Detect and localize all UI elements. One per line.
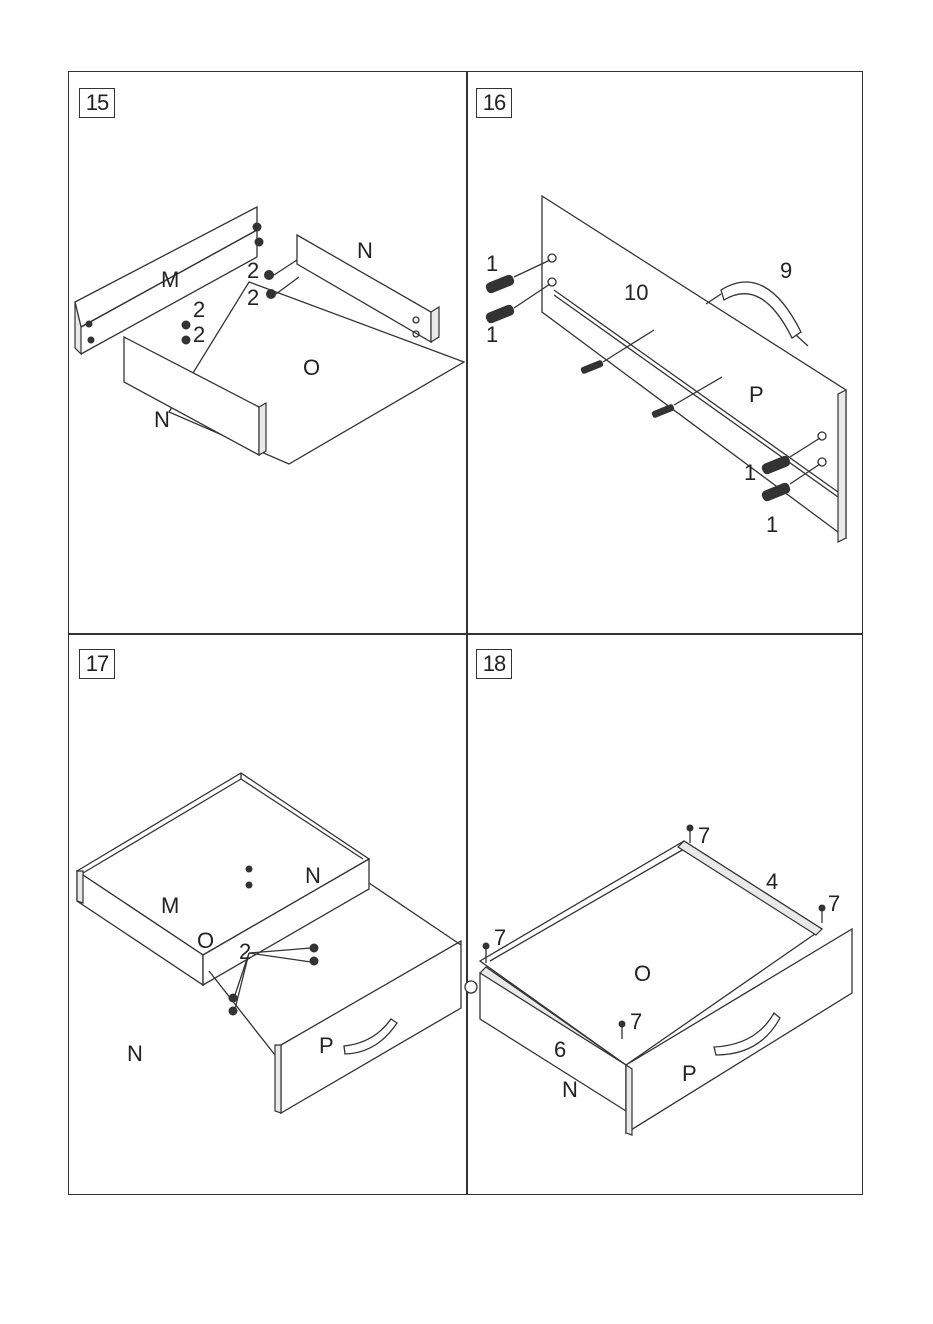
label-dowel-d: 2 xyxy=(193,322,205,347)
label-n-back: N xyxy=(305,863,321,888)
roller-icon xyxy=(465,981,477,993)
label-screw-r: 7 xyxy=(630,1009,642,1034)
label-screw-tl: 7 xyxy=(698,823,710,848)
label-p: P xyxy=(319,1033,334,1058)
step-18-illustration: 7 7 7 7 4 6 O P N xyxy=(466,633,864,1196)
step-16-illustration: 1 1 1 1 10 9 P xyxy=(466,72,864,633)
label-dowel: 2 xyxy=(239,939,251,964)
step-17-illustration: M N N O P 2 xyxy=(69,633,466,1196)
label-screw-tr: 7 xyxy=(828,891,840,916)
label-n-front: N xyxy=(154,407,170,432)
label-dowel-c: 2 xyxy=(193,297,205,322)
label-p: P xyxy=(749,382,764,407)
step-17-panel: 17 M N xyxy=(69,633,466,1196)
label-o: O xyxy=(197,928,214,953)
label-runner-6: 6 xyxy=(554,1037,566,1062)
label-n-front: N xyxy=(127,1041,143,1066)
label-o: O xyxy=(634,961,651,986)
label-m: M xyxy=(161,893,179,918)
label-cam-top-b: 1 xyxy=(486,322,498,347)
label-dowel-b: 2 xyxy=(247,285,259,310)
label-cam-top-a: 1 xyxy=(486,251,498,276)
label-screw-l: 7 xyxy=(494,925,506,950)
label-p: P xyxy=(682,1061,697,1086)
step-15-panel: 15 M N xyxy=(69,72,466,633)
label-screw-10: 10 xyxy=(624,280,648,305)
label-cam-bot-b: 1 xyxy=(766,512,778,537)
drawer-front-p xyxy=(281,941,461,1113)
step-15-illustration: M N N O 2 2 2 2 xyxy=(69,72,466,633)
step-18-panel: 18 7 7 7 7 xyxy=(466,633,864,1196)
step-16-panel: 16 xyxy=(466,72,864,633)
label-o: O xyxy=(303,355,320,380)
label-n-right: N xyxy=(357,238,373,263)
label-dowel-a: 2 xyxy=(247,258,259,283)
assembly-sheet: 15 M N xyxy=(68,71,863,1195)
label-m: M xyxy=(161,267,179,292)
label-cam-bot-a: 1 xyxy=(744,460,756,485)
label-n: N xyxy=(562,1077,578,1102)
label-runner-4: 4 xyxy=(766,869,778,894)
label-handle-9: 9 xyxy=(780,258,792,283)
